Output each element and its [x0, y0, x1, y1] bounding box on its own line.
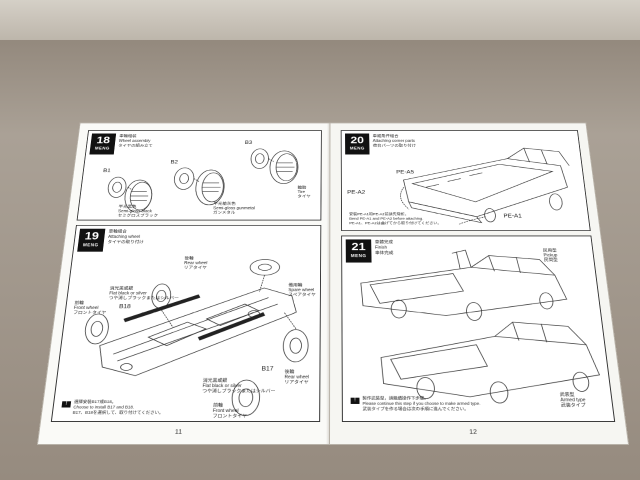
part-pe-a2: PE-A2 — [347, 190, 366, 196]
step-20-note: 安裝PE-A1和PE-A2前請先彎折。 Bend PE-A1 and PE-A2… — [349, 212, 442, 225]
step-19-note: 選擇安裝B17或B18。 Choose to install B17 and B… — [72, 399, 164, 415]
background-wall — [0, 0, 640, 40]
part-b3: B3 — [244, 140, 253, 146]
step-20-panel: 20 MENG 車廂角件組合 Attaching corner parts 荷台… — [340, 130, 591, 232]
chassis-underside-drawing — [52, 226, 320, 421]
pickup-label: 民用型 Pickup 民間型 — [542, 248, 559, 263]
attention-icon: ! — [61, 401, 72, 408]
part-pe-a1: PE-A1 — [503, 213, 522, 219]
armed-type-label: 武裝型 Armed type 武装タイプ — [559, 392, 586, 409]
flat-black-callout-top: 消光黑或銀 Flat black or silver つや消しブラックまたはシル… — [108, 286, 179, 301]
part-b2: B2 — [170, 160, 179, 165]
rear-wheel-label-right: 後輪 Rear wheel リアタイヤ — [284, 369, 310, 386]
step-21-panel: 21 MENG 車體完成 Finish 車体完成 — [341, 235, 616, 422]
step-19-panel: 19 MENG 車輪組合 Attaching wheel タイヤの取り付け — [50, 224, 322, 422]
step-18-panel: 18 MENG 車輪組裝 Wheel assembly タイヤの組み立て — [76, 130, 322, 221]
instruction-booklet: 18 MENG 車輪組裝 Wheel assembly タイヤの組み立て — [38, 123, 628, 445]
spare-wheel-label: 備用輪 Spare wheel スペアタイヤ — [288, 283, 316, 298]
part-b17: B17 — [261, 366, 274, 373]
part-b1: B1 — [102, 168, 111, 174]
front-wheel-label-bottom: 前輪 Front wheel フロントタイヤ — [212, 403, 248, 420]
attention-icon: ! — [350, 397, 360, 404]
page-number-left: 11 — [174, 429, 183, 436]
left-page: 18 MENG 車輪組裝 Wheel assembly タイヤの組み立て — [38, 123, 331, 445]
wheel-assembly-drawing — [78, 131, 321, 220]
part-b18: B18 — [118, 304, 132, 310]
paint-callout-gunmetal: 半光槍灰色 Semi-gloss gunmetal ガンメタル — [212, 201, 256, 216]
step-21-note: 製作武裝型，請繼續操作下步驟。 Please continue this ste… — [362, 395, 481, 412]
part-pe-a5: PE-A5 — [396, 169, 415, 175]
flat-black-callout-bottom: 消光黑或銀 Flat black or silver つや消しブラックまたはシル… — [201, 378, 276, 395]
right-page: 20 MENG 車廂角件組合 Attaching corner parts 荷台… — [330, 123, 628, 445]
paint-callout-black: 半光黑色 Semi-gloss black セミグロスブラック — [117, 204, 159, 219]
tire-label: 輪胎 Tire タイヤ — [297, 185, 311, 199]
rear-wheel-label-top: 後輪 Rear wheel リアタイヤ — [183, 256, 208, 271]
page-number-right: 12 — [469, 429, 478, 436]
front-wheel-label-left: 前輪 Front wheel フロントタイヤ — [72, 300, 107, 316]
